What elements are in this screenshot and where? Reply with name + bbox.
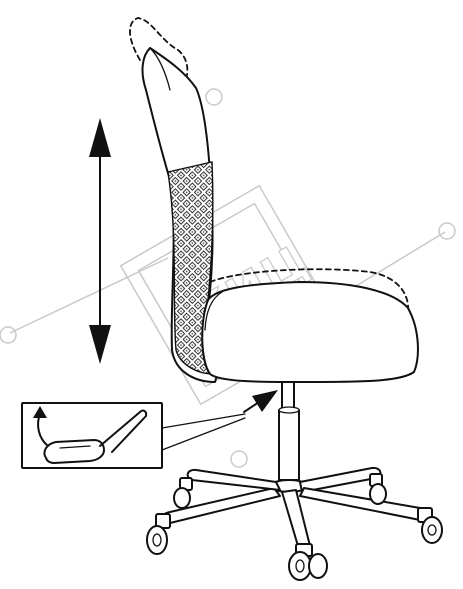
- watermark-ring-right: [438, 222, 456, 240]
- seat: [201, 281, 419, 383]
- watermark-line-left: [9, 257, 169, 334]
- height-adjust-arrow-icon: [89, 118, 111, 364]
- star-base: [160, 466, 429, 553]
- caster-left: [146, 513, 171, 555]
- caster-back-right: [369, 473, 387, 505]
- watermark-ring-left: [0, 326, 17, 344]
- lever-handle-icon: [43, 409, 148, 464]
- watermark-ring-bottom: [230, 450, 248, 468]
- base-leg-right: [299, 487, 429, 521]
- base-leg-front: [281, 489, 312, 553]
- lever-lift-arrow-icon: [33, 406, 49, 447]
- caster-front: [288, 543, 328, 581]
- lever-callout: [21, 402, 246, 469]
- caster-back-left: [173, 477, 193, 509]
- base-leg-back-left: [186, 468, 281, 491]
- backrest-raised-outline: [129, 17, 189, 85]
- lever-pointer-arrow-icon: [243, 390, 278, 413]
- caster-right: [417, 507, 443, 544]
- watermark-ring-top: [205, 88, 223, 106]
- gas-lift-column: [278, 381, 300, 481]
- seat-raised-outline: [209, 268, 409, 313]
